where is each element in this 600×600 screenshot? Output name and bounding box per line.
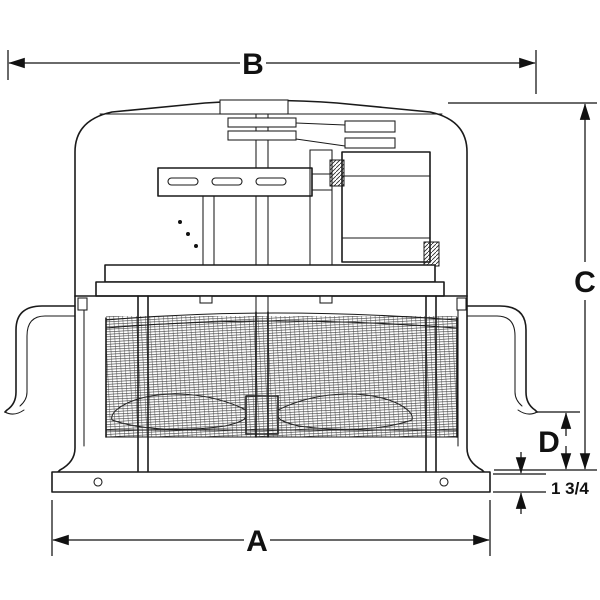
base-bolt-hole (439, 477, 449, 487)
support-legs (137, 295, 437, 473)
motor-pulley (344, 120, 396, 133)
fastener-dot (194, 244, 198, 248)
windband-right-wall (466, 295, 487, 475)
vibration-isolator (423, 241, 440, 267)
dim-label-b: B (242, 48, 264, 81)
dim-label-a: A (246, 525, 268, 558)
dim-label-d: D (538, 426, 560, 459)
dim-d: D (537, 411, 580, 470)
base-bolt-hole (93, 477, 103, 487)
flange-curl (4, 409, 25, 415)
drive-belt (295, 122, 346, 126)
plate-band (95, 281, 445, 297)
dim-c: C (448, 102, 597, 471)
shaft-pulley (227, 130, 297, 141)
flange-inner (466, 315, 523, 407)
base-outline (51, 471, 491, 493)
motor-body (341, 151, 431, 263)
windband-clip (456, 297, 467, 311)
support-plate (95, 264, 445, 304)
base-flange (51, 471, 491, 493)
windband-left-wall (55, 295, 76, 475)
shaft-pulley (227, 117, 297, 128)
bracket-slot (167, 177, 199, 186)
flange-curl (517, 409, 538, 415)
motor-mount-bracket (157, 167, 313, 197)
screen-top-arc (105, 312, 458, 321)
drive-belt (295, 138, 346, 147)
screen-mesh (106, 316, 457, 437)
dim-b: B (7, 48, 537, 94)
plate-bolt (319, 295, 333, 304)
windband-clip (77, 297, 88, 311)
fastener-dot (178, 220, 182, 224)
dim-label-c: C (574, 266, 596, 299)
curb-flange-right (466, 305, 538, 415)
hood (74, 99, 468, 297)
screen-top-arc (105, 320, 458, 329)
flange-inner (19, 315, 76, 407)
flange-outer (4, 305, 76, 413)
fastener-dot (186, 232, 190, 236)
curb-flange-left (4, 305, 76, 415)
motor-terminal-box (329, 159, 345, 187)
bracket-slot (211, 177, 243, 186)
plate-upper (104, 264, 436, 283)
bird-screen (105, 311, 458, 438)
flange-outer (466, 305, 538, 413)
bracket-slot (255, 177, 287, 186)
motor-pulley (344, 137, 396, 149)
dim-base-thickness: 1 3/4 (493, 452, 589, 514)
plate-bolt (199, 295, 213, 304)
drive-assembly (157, 113, 440, 285)
dim-label-base-thickness: 1 3/4 (551, 479, 589, 498)
dim-a: A (51, 500, 491, 558)
hood-top-cap (219, 99, 289, 115)
windband (55, 295, 487, 475)
